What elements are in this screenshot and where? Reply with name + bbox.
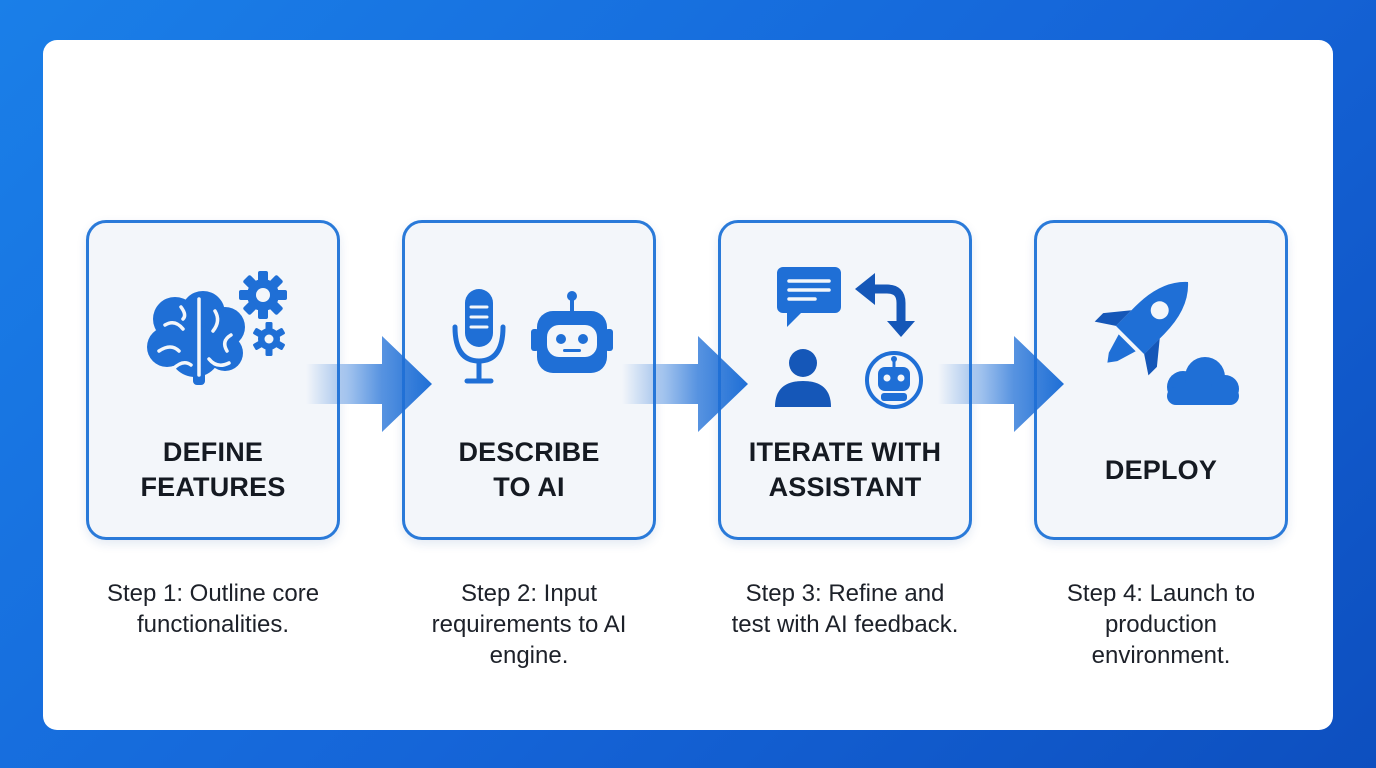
step-caption-4: Step 4: Launch to production environment… <box>1066 580 1256 669</box>
gear-icon <box>239 271 287 319</box>
robot-avatar-icon <box>865 351 923 409</box>
person-icon <box>775 349 831 407</box>
microphone-icon <box>452 289 506 384</box>
robot-icon <box>531 291 613 373</box>
step-title: DEFINE FEATURES <box>140 437 286 502</box>
flow-arrow-2-to-3 <box>622 336 748 432</box>
flow-arrow-1-to-2 <box>306 336 432 432</box>
gear-icon-small <box>253 322 285 356</box>
step-card-define-features: DEFINE FEATURES <box>86 220 340 540</box>
step-title: DEPLOY <box>1104 455 1218 485</box>
step-card-deploy: DEPLOY <box>1034 220 1288 540</box>
step-card-describe-to-ai: DESCRIBE TO AI <box>402 220 656 540</box>
cycle-arrow-icon <box>855 273 915 337</box>
cloud-icon <box>1167 357 1239 405</box>
rocket-icon <box>1094 281 1189 376</box>
step-title: ITERATE WITH ASSISTANT <box>748 437 942 502</box>
chat-bubble-icon <box>777 267 841 327</box>
step-caption-3: Step 3: Refine and test with AI feedback… <box>731 580 959 638</box>
step-title: DESCRIBE TO AI <box>458 437 600 502</box>
flow-arrow-3-to-4 <box>938 336 1064 432</box>
brain-icon <box>147 291 245 385</box>
step-caption-1: Step 1: Outline core functionalities. <box>106 580 320 638</box>
step-card-iterate-with-assistant: ITERATE WITH ASSISTANT <box>718 220 972 540</box>
step-caption-2: Step 2: Input requirements to AI engine. <box>431 580 627 669</box>
